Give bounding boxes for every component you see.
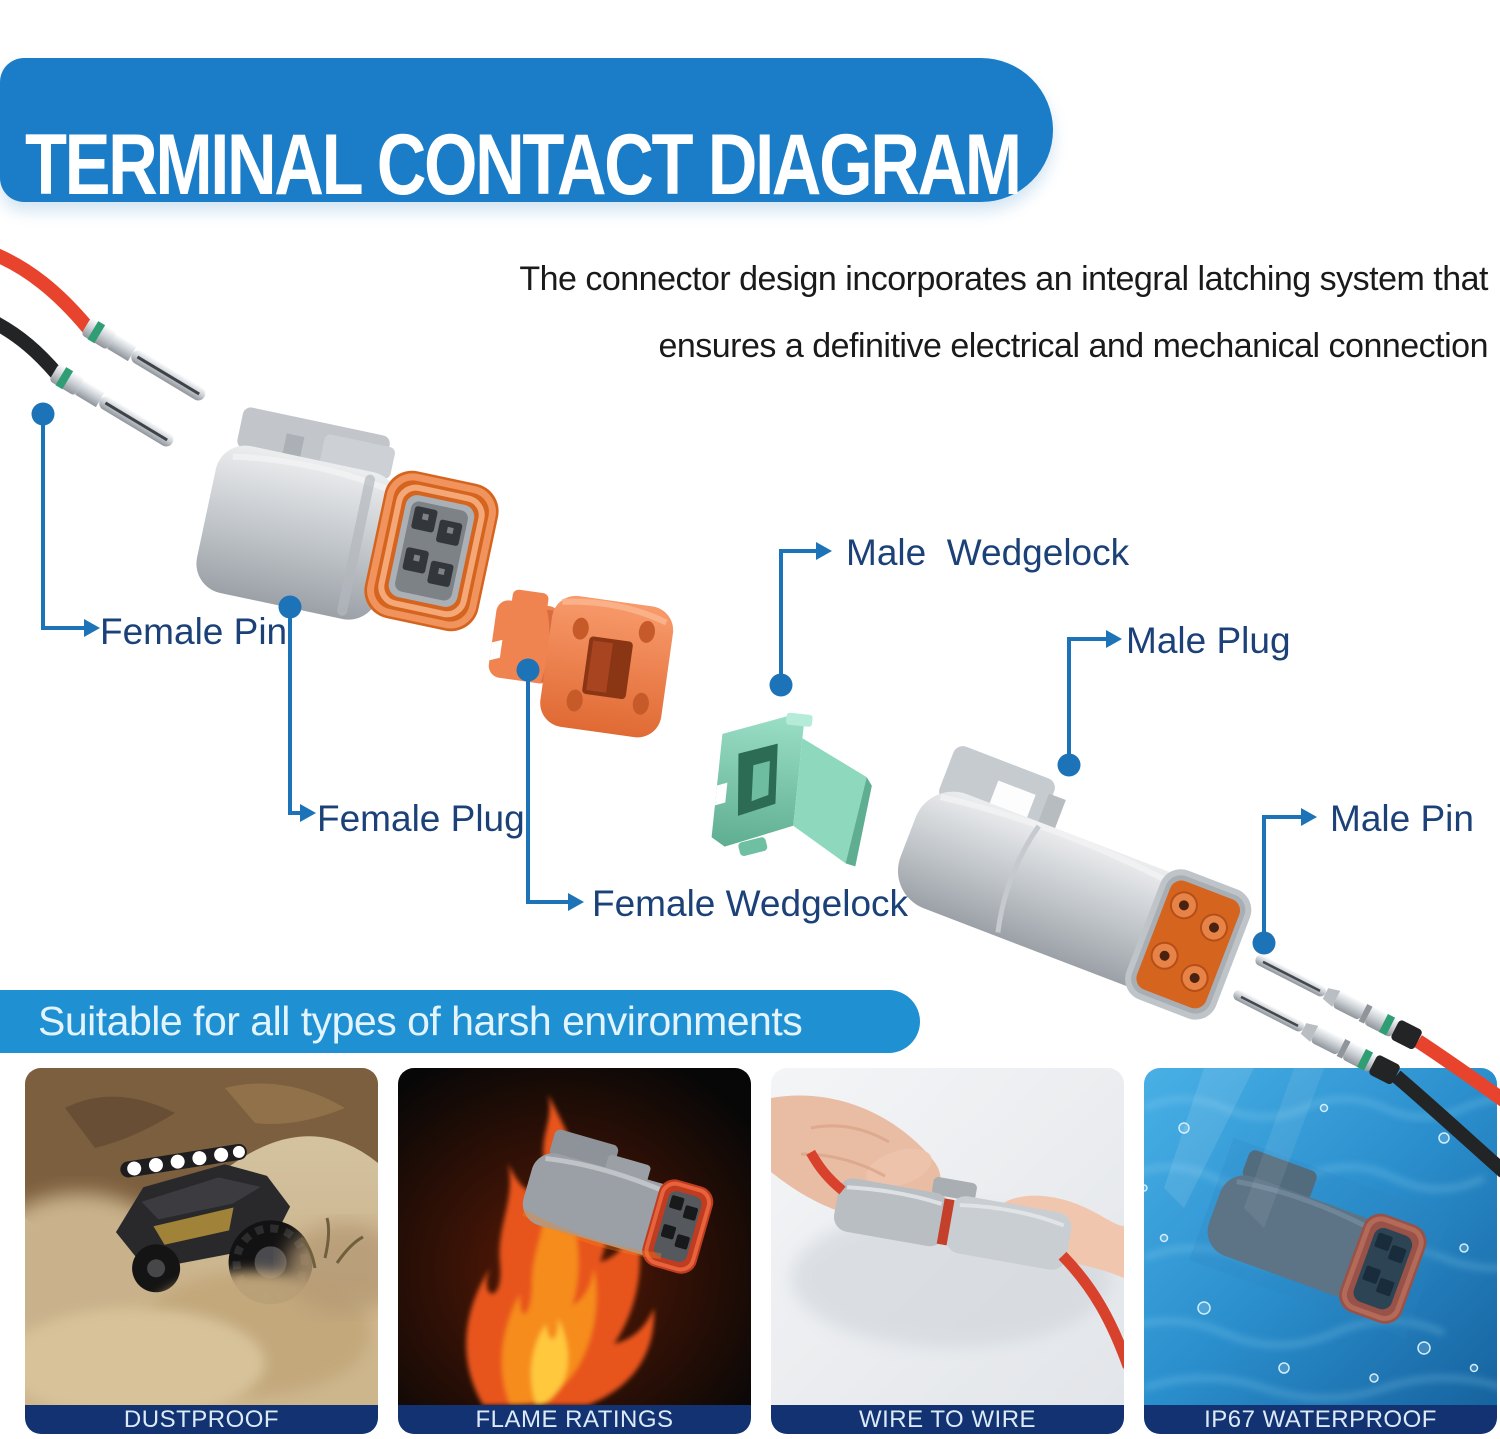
gallery-card-ip67-waterproof: IP67 WATERPROOF <box>1144 1068 1497 1434</box>
label-male-pin: Male Pin <box>1330 798 1474 839</box>
male-plug-connector <box>897 746 1252 1020</box>
ip67-waterproof-photo <box>1144 1068 1497 1405</box>
leader-male-wedgelock <box>769 542 832 697</box>
male-pin-holes <box>1150 891 1228 992</box>
title-banner: TERMINAL CONTACT DIAGRAM <box>0 58 1053 208</box>
description-line-2: ensures a definitive electrical and mech… <box>658 327 1488 365</box>
gallery-card-flame-ratings: FLAME RATINGS <box>398 1068 751 1434</box>
female-plug-connector <box>196 407 499 632</box>
gallery-card-wire-to-wire: WIRE TO WIRE <box>771 1068 1124 1434</box>
female-wedgelock-part <box>488 589 674 738</box>
page-title: TERMINAL CONTACT DIAGRAM <box>25 117 1022 213</box>
gallery-card-dustproof: DUSTPROOF <box>25 1068 378 1434</box>
caption-bar: WIRE TO WIRE <box>771 1405 1124 1434</box>
caption-bar: DUSTPROOF <box>25 1405 378 1434</box>
male-pin-1 <box>1251 948 1424 1051</box>
environment-banner: Suitable for all types of harsh environm… <box>0 990 920 1053</box>
environment-banner-text: Suitable for all types of harsh environm… <box>38 998 803 1044</box>
label-female-wedgelock: Female Wedgelock <box>592 883 909 924</box>
male-wedgelock-part <box>711 712 872 867</box>
description: The connector design incorporates an int… <box>519 246 1488 380</box>
leader-male-plug <box>1057 630 1122 777</box>
connector-in-flames <box>522 1129 714 1274</box>
flame-ratings-photo <box>398 1068 751 1405</box>
label-male-wedgelock: Male Wedgelock <box>846 532 1130 573</box>
dustproof-photo <box>25 1068 378 1405</box>
female-pin-2 <box>48 362 178 453</box>
submerged-connector <box>1189 1137 1450 1339</box>
caption-bar: IP67 WATERPROOF <box>1144 1405 1497 1434</box>
offroad-truck <box>115 1143 313 1305</box>
leader-male-pin <box>1252 808 1317 955</box>
leader-female-pin <box>31 402 100 637</box>
flames <box>466 1094 655 1405</box>
mated-connectors <box>806 1149 1124 1369</box>
female-sockets <box>402 506 463 587</box>
female-pin-wires <box>0 248 210 453</box>
wire-to-wire-photo <box>771 1068 1124 1405</box>
label-male-plug: Male Plug <box>1126 620 1291 661</box>
leader-female-wedgelock <box>516 658 584 911</box>
caption-bar: FLAME RATINGS <box>398 1405 751 1434</box>
female-pin-1 <box>80 316 210 407</box>
wedgelock-holes <box>566 617 655 715</box>
description-line-1: The connector design incorporates an int… <box>519 260 1488 298</box>
label-female-pin: Female Pin <box>100 611 288 652</box>
label-female-plug: Female Plug <box>317 798 525 839</box>
